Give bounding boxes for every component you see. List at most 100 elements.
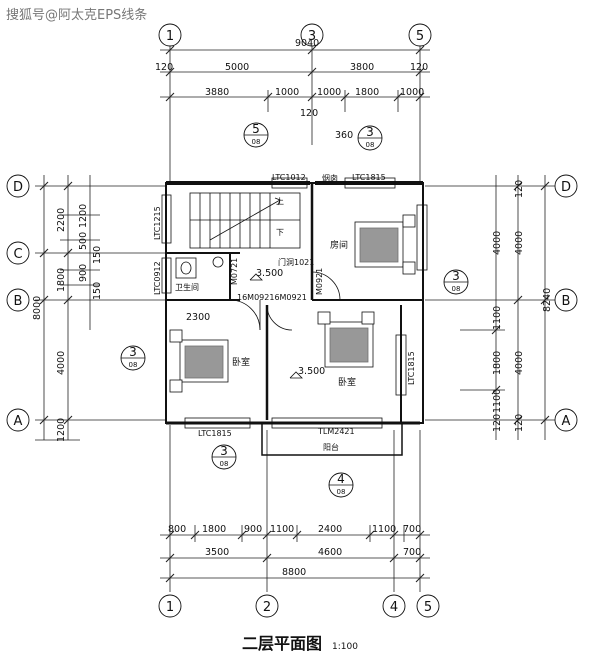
detail-ref-3-sheet: 08 — [452, 285, 461, 293]
code-labels: LTC1012 LTC1815 LTC1215 LTC0912 LTC1815 … — [153, 173, 416, 438]
dim-right-120-bot: 120 — [514, 414, 525, 432]
dimension-lines — [35, 38, 555, 592]
windows — [161, 177, 428, 429]
axis-top-2-circle — [408, 23, 432, 47]
room-bedroom-ne: 房间 — [330, 239, 348, 251]
label-m0921: M0921 — [315, 268, 324, 295]
dim-text: 9040 120 5000 3800 120 3880 1000 1000 18… — [32, 38, 553, 578]
dim-bot-1100-b: 1100 — [372, 524, 396, 535]
dim-top-3880: 3880 — [205, 87, 229, 98]
axis-left-0-circle — [6, 174, 30, 198]
axis-bottom-2-circle — [382, 594, 406, 618]
room-flue: 烟囱 — [322, 173, 338, 183]
dim-right-4000-a: 4000 — [514, 231, 525, 255]
axis-bottom-1-circle — [255, 594, 279, 618]
dim-bot-900: 900 — [244, 524, 262, 535]
dim-left-150-b: 150 — [92, 282, 103, 300]
detail-ref-1-number: 3 — [366, 125, 374, 139]
dim-top-120-left: 120 — [155, 62, 173, 73]
label-room-width: 2300 — [186, 312, 210, 323]
axis-right-0-circle — [554, 174, 578, 198]
elevation-marks — [249, 273, 303, 379]
room-bedroom-sw: 卧室 — [232, 356, 250, 368]
axis-top-2-label: 5 — [416, 29, 424, 44]
axis-bottom-3-circle — [416, 594, 440, 618]
dim-left-1800: 1800 — [56, 268, 67, 292]
axis-top-1-circle — [300, 23, 324, 47]
dim-right-120-inner: 120 — [492, 414, 503, 432]
axis-left-3-circle — [6, 408, 30, 432]
detail-ref-1-sheet: 08 — [366, 141, 375, 149]
doors — [229, 271, 341, 331]
detail-ref-0-number: 5 — [252, 122, 260, 136]
dim-left-1200-inner: 1200 — [78, 204, 89, 228]
room-bedroom-se: 卧室 — [338, 376, 356, 388]
dim-bot-1800: 1800 — [202, 524, 226, 535]
dim-bot-3500: 3500 — [205, 547, 229, 558]
dim-bot-4600: 4600 — [318, 547, 342, 558]
label-tlm2421: TLM2421 — [317, 427, 355, 436]
dim-bot-2400: 2400 — [318, 524, 342, 535]
dim-left-500: 500 — [78, 232, 89, 250]
axis-left-3-label: A — [14, 414, 23, 429]
axis-right-1-circle — [554, 288, 578, 312]
dim-left-2200: 2200 — [56, 208, 67, 232]
dim-top-3800: 3800 — [350, 62, 374, 73]
dim-left-1200: 1200 — [56, 418, 67, 442]
beds — [169, 214, 416, 393]
axis-left-1-circle — [6, 241, 30, 265]
label-ltc1815-top: LTC1815 — [352, 173, 386, 182]
detail-ref-4-number: 3 — [220, 444, 228, 458]
dimension-ticks — [39, 45, 550, 583]
axis-bottom-2-label: 4 — [390, 600, 398, 615]
dim-right-120-top: 120 — [514, 180, 525, 198]
detail-ref-2-sheet: 08 — [129, 361, 138, 369]
axis-bottom-3-label: 5 — [424, 600, 432, 615]
axis-left-1-label: C — [13, 247, 22, 262]
dim-top-total: 9040 — [295, 38, 319, 49]
dim-right-1100-b: 1100 — [492, 389, 503, 413]
dim-bot-800: 800 — [168, 524, 186, 535]
axis-top-0-circle — [158, 23, 182, 47]
dim-top-5000: 5000 — [225, 62, 249, 73]
axis-bottom-0-circle — [158, 594, 182, 618]
axis-left-2-circle — [6, 288, 30, 312]
axis-top-0-label: 1 — [166, 29, 174, 44]
label-ltc1815-right: LTC1815 — [407, 351, 416, 385]
room-bathroom: 卫生间 — [175, 282, 199, 292]
dim-left-900: 900 — [78, 264, 89, 282]
room-balcony: 阳台 — [323, 442, 339, 452]
detail-ref-4-sheet: 08 — [220, 460, 229, 468]
room-text: 房间 卫生间 卧室 卧室 阳台 烟囱 上 下 — [175, 173, 356, 452]
label-ltc0912: LTC0912 — [153, 261, 162, 295]
dim-top-120-small: 120 — [300, 108, 318, 119]
dim-top-1000-b: 1000 — [317, 87, 341, 98]
label-ltc1012: LTC1012 — [272, 173, 306, 182]
detail-ref-3-number: 3 — [452, 269, 460, 283]
dim-top-360: 360 — [335, 130, 353, 141]
stair-up-label: 上 — [276, 197, 284, 206]
dim-right-4000-b: 4000 — [514, 351, 525, 375]
label-ltc1215: LTC1215 — [153, 206, 162, 240]
axis-bottom-0-label: 1 — [166, 600, 174, 615]
detail-ref-0-sheet: 08 — [252, 138, 261, 146]
dim-right-total: 8240 — [542, 288, 553, 312]
label-door-1021: 门洞1021 — [278, 257, 314, 267]
bathroom-fixtures — [175, 256, 224, 279]
axis-left-0-label: D — [13, 180, 23, 195]
label-ltc1815-bottom: LTC1815 — [198, 429, 232, 438]
axis-right-1-label: B — [562, 294, 571, 309]
label-m0721: M0721 — [230, 258, 239, 285]
dim-bot-total: 8800 — [282, 567, 306, 578]
axis-left-2-label: B — [14, 294, 23, 309]
staircase — [189, 192, 301, 249]
axis-right-2-label: A — [562, 414, 571, 429]
dim-right-1800: 1800 — [492, 351, 503, 375]
dim-top-1800: 1800 — [355, 87, 379, 98]
dim-bot-700-a: 700 — [403, 524, 421, 535]
drawing-title-text: 二层平面图 — [242, 634, 323, 653]
axis-bottom-1-label: 2 — [263, 600, 271, 615]
